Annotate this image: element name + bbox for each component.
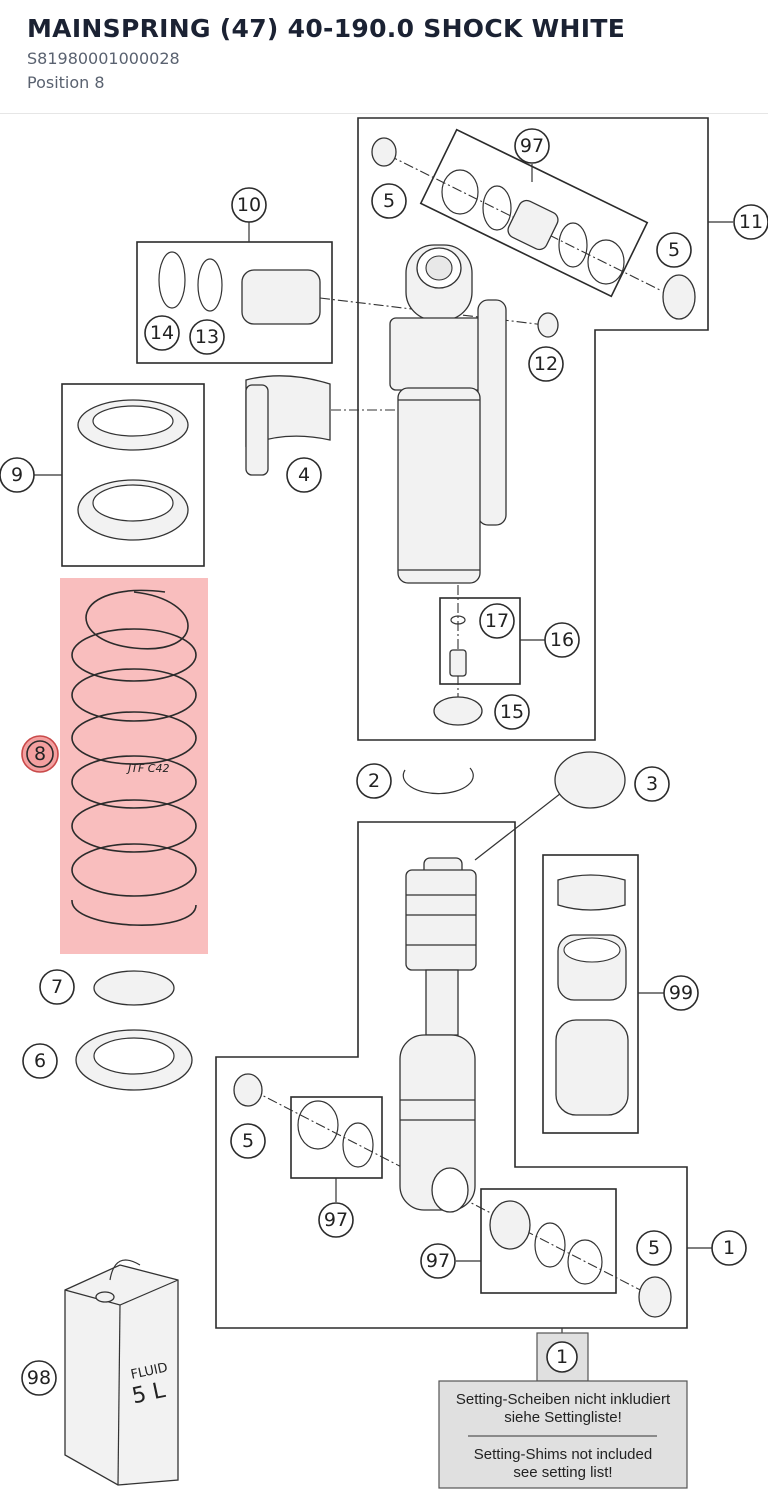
svg-text:5: 5: [383, 190, 395, 212]
svg-text:97: 97: [520, 135, 544, 157]
group-frame-97-left: [290, 1096, 383, 1179]
callout-8-selected[interactable]: 8: [21, 735, 59, 773]
svg-text:8: 8: [34, 743, 46, 765]
callout-97-lower-left[interactable]: 97: [318, 1202, 354, 1238]
svg-text:4: 4: [298, 464, 310, 486]
svg-text:5: 5: [242, 1130, 254, 1152]
fluid-can-98: FLUID 5 L: [64, 1259, 179, 1486]
svg-text:15: 15: [500, 701, 524, 723]
svg-text:97: 97: [324, 1209, 348, 1231]
svg-text:97: 97: [426, 1250, 450, 1272]
callout-9[interactable]: 9: [0, 457, 35, 493]
callout-15[interactable]: 15: [494, 694, 530, 730]
shock-body-lower: [399, 857, 477, 1213]
callout-16[interactable]: 16: [544, 622, 580, 658]
callout-5-top-left[interactable]: 5: [371, 183, 407, 219]
svg-text:7: 7: [51, 976, 63, 998]
part-header: MAINSPRING (47) 40-190.0 SHOCK WHITE S81…: [0, 0, 768, 114]
svg-text:5: 5: [648, 1237, 660, 1259]
callout-12[interactable]: 12: [528, 346, 564, 382]
spring-nuts: [77, 399, 189, 541]
group-frame-16: [439, 597, 521, 685]
svg-text:5: 5: [668, 239, 680, 261]
bushing-set-99: [555, 874, 629, 1116]
note-de-line2: siehe Settingliste!: [504, 1409, 622, 1426]
svg-text:14: 14: [150, 322, 174, 344]
group-frame-99: [542, 854, 639, 1134]
callout-4[interactable]: 4: [286, 457, 322, 493]
callout-5-top-right[interactable]: 5: [656, 232, 692, 268]
group-frame-97-right: [480, 1188, 617, 1294]
callout-13[interactable]: 13: [189, 319, 225, 355]
part-title: MAINSPRING (47) 40-190.0 SHOCK WHITE: [27, 14, 626, 43]
svg-text:1: 1: [723, 1237, 735, 1259]
callout-6[interactable]: 6: [22, 1043, 58, 1079]
small-parts: [75, 137, 696, 1318]
shock-body-upper: [389, 244, 507, 584]
callout-7[interactable]: 7: [39, 969, 75, 1005]
svg-text:2: 2: [368, 770, 380, 792]
svg-text:3: 3: [646, 773, 658, 795]
part-number: S81980001000028: [27, 49, 180, 68]
spring-marking: JTF C42: [126, 762, 169, 775]
callout-98[interactable]: 98: [21, 1360, 57, 1396]
note-de-line1: Setting-Scheiben nicht inkludiert: [456, 1391, 671, 1408]
svg-text:10: 10: [237, 194, 261, 216]
note-en-line1: Setting-Shims not included: [474, 1446, 652, 1463]
group-frame-1: [215, 821, 688, 1329]
svg-text:17: 17: [485, 610, 509, 632]
callout-97-lower-right[interactable]: 97: [420, 1243, 456, 1279]
callout-97-top[interactable]: 97: [514, 128, 550, 164]
svg-text:98: 98: [27, 1367, 51, 1389]
group-frame-10: [136, 241, 333, 364]
callout-5-lower-right[interactable]: 5: [636, 1230, 672, 1266]
callout-10[interactable]: 10: [231, 187, 267, 223]
callout-99[interactable]: 99: [663, 975, 699, 1011]
svg-text:11: 11: [739, 211, 763, 233]
callout-17[interactable]: 17: [479, 603, 515, 639]
callout-11[interactable]: 11: [733, 204, 768, 240]
note-en-line2: see setting list!: [513, 1464, 612, 1481]
setting-note: 1 Setting-Scheiben nicht inkludiert sieh…: [438, 1332, 688, 1489]
callout-14[interactable]: 14: [144, 315, 180, 351]
svg-text:13: 13: [195, 326, 219, 348]
svg-text:1: 1: [556, 1346, 568, 1368]
callout-5-lower-left[interactable]: 5: [230, 1123, 266, 1159]
callout-3[interactable]: 3: [634, 766, 670, 802]
svg-text:16: 16: [550, 629, 574, 651]
callout-1[interactable]: 1: [711, 1230, 747, 1266]
part-position: Position 8: [27, 73, 105, 92]
leader-lines: [34, 164, 733, 1338]
group-frame-11: [357, 117, 709, 741]
callout-2[interactable]: 2: [356, 763, 392, 799]
group-frame-97-top: [419, 128, 649, 298]
svg-text:12: 12: [534, 353, 558, 375]
svg-text:99: 99: [669, 982, 693, 1004]
mainspring-8: JTF C42: [71, 589, 197, 926]
svg-text:6: 6: [34, 1050, 46, 1072]
note-ref-callout: 1: [546, 1341, 578, 1373]
svg-text:9: 9: [11, 464, 23, 486]
